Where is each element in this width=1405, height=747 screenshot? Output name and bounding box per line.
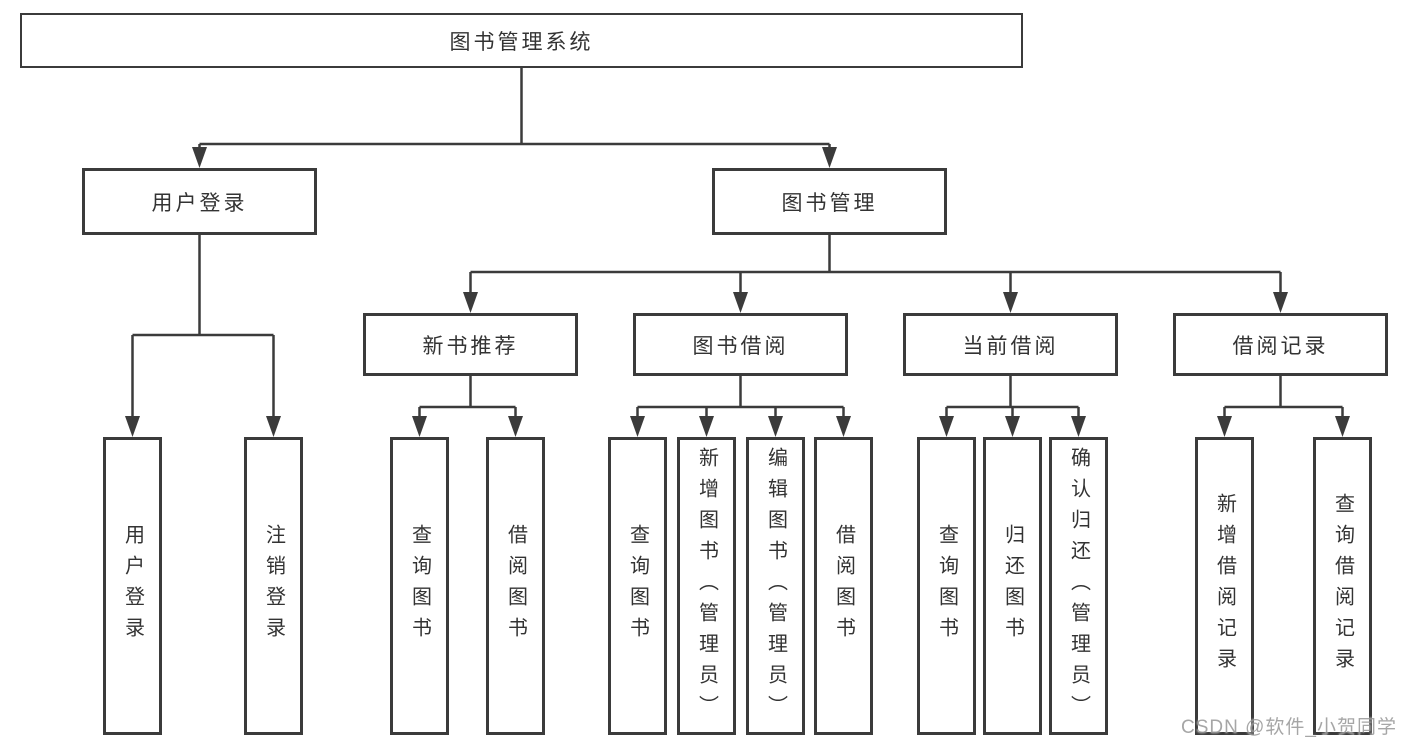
node-current-borrowing-label: 当前借阅 — [962, 334, 1059, 358]
node-current-borrowing: 当前借阅 — [903, 313, 1118, 376]
node-new-book-recommendation-label: 新书推荐 — [422, 334, 519, 358]
arrowhead-icons — [125, 147, 1350, 437]
leaf-confirm-return-admin-label: 确认归还（管理员） — [1067, 446, 1090, 726]
leaf-recommend-query-books-label: 查询图书 — [408, 524, 431, 648]
leaf-add-books-admin: 新增图书（管理员） — [677, 437, 736, 735]
leaf-add-borrow-record: 新增借阅记录 — [1195, 437, 1254, 735]
leaf-recommend-borrow-books: 借阅图书 — [486, 437, 545, 735]
node-new-book-recommendation: 新书推荐 — [363, 313, 578, 376]
leaf-current-query-books-label: 查询图书 — [935, 524, 958, 648]
leaf-query-borrow-record: 查询借阅记录 — [1313, 437, 1372, 735]
leaf-return-books: 归还图书 — [983, 437, 1042, 735]
node-book-management: 图书管理 — [712, 168, 947, 235]
leaf-edit-books-admin: 编辑图书（管理员） — [746, 437, 805, 735]
node-borrowing-records: 借阅记录 — [1173, 313, 1388, 376]
node-library-system-label: 图书管理系统 — [449, 30, 594, 54]
watermark: CSDN @软件_小贺同学 — [1181, 717, 1397, 738]
leaf-current-query-books: 查询图书 — [917, 437, 976, 735]
leaf-borrowing-borrow-books: 借阅图书 — [814, 437, 873, 735]
node-library-system: 图书管理系统 — [20, 13, 1023, 68]
leaf-edit-books-admin-label: 编辑图书（管理员） — [764, 446, 787, 726]
leaf-logout-login-label: 注销登录 — [262, 524, 285, 648]
leaf-add-borrow-record-label: 新增借阅记录 — [1213, 493, 1236, 679]
node-book-borrowing: 图书借阅 — [633, 313, 848, 376]
leaf-add-books-admin-label: 新增图书（管理员） — [695, 446, 718, 726]
leaf-return-books-label: 归还图书 — [1001, 524, 1024, 648]
node-borrowing-records-label: 借阅记录 — [1232, 334, 1329, 358]
node-user-login: 用户登录 — [82, 168, 317, 235]
node-book-management-label: 图书管理 — [781, 191, 878, 215]
leaf-recommend-borrow-books-label: 借阅图书 — [504, 524, 527, 648]
leaf-confirm-return-admin: 确认归还（管理员） — [1049, 437, 1108, 735]
leaf-logout-login: 注销登录 — [244, 437, 303, 735]
leaf-borrowing-query-books-label: 查询图书 — [626, 524, 649, 648]
node-book-borrowing-label: 图书借阅 — [692, 334, 789, 358]
leaf-user-login: 用户登录 — [103, 437, 162, 735]
leaf-user-login-label: 用户登录 — [121, 524, 144, 648]
leaf-query-borrow-record-label: 查询借阅记录 — [1331, 493, 1354, 679]
node-user-login-label: 用户登录 — [151, 191, 248, 215]
leaf-recommend-query-books: 查询图书 — [390, 437, 449, 735]
leaf-borrowing-query-books: 查询图书 — [608, 437, 667, 735]
leaf-borrowing-borrow-books-label: 借阅图书 — [832, 524, 855, 648]
